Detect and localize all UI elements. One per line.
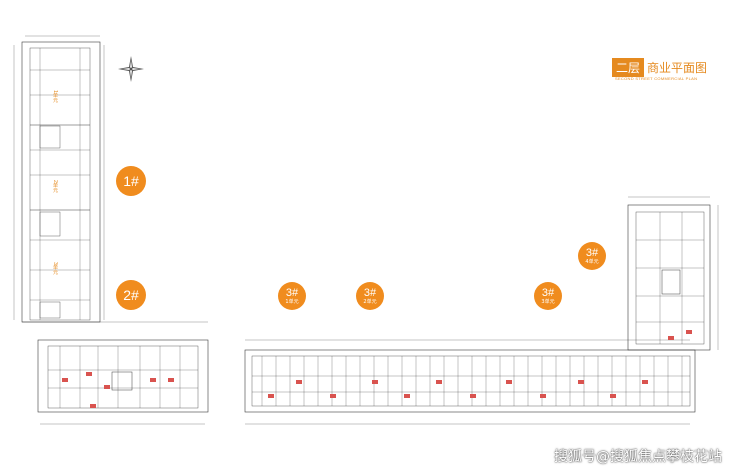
marker-number: 2#	[123, 287, 139, 303]
shop-marker	[436, 380, 442, 384]
legend-title: 商业平面图	[647, 61, 708, 75]
building-3-podium	[244, 339, 696, 425]
marker-number: 3#	[363, 286, 377, 299]
building-12-wing	[13, 35, 105, 323]
legend-badge: 二层	[612, 58, 645, 77]
shop-marker	[330, 394, 336, 398]
tower-shops	[668, 330, 692, 340]
marker-unit: 4单元	[585, 258, 599, 265]
podium-left-shops	[62, 372, 174, 408]
shop-marker	[372, 380, 378, 384]
building-marker-2: 2#	[116, 280, 146, 310]
plan-legend: 二层 商业平面图	[612, 58, 707, 77]
building-marker-3-unit-2: 3# 2单元	[356, 282, 384, 310]
marker-number: 1#	[123, 173, 139, 189]
shop-marker	[642, 380, 648, 384]
shop-marker	[540, 394, 546, 398]
building-3-shops	[268, 380, 648, 398]
shop-marker	[506, 380, 512, 384]
building-3-partitions	[261, 356, 683, 406]
legend-subtitle: SECOND STREET COMMERCIAL PLAN	[615, 76, 698, 81]
building-2-podium	[22, 321, 209, 425]
building-3-tower	[627, 196, 719, 351]
watermark: 搜狐号@搜狐焦点攀枝花站	[554, 449, 722, 465]
building-marker-3-unit-4: 3# 4单元	[578, 242, 606, 270]
shop-marker	[578, 380, 584, 384]
building-marker-3-unit-1: 3# 1单元	[278, 282, 306, 310]
compass-rose-icon	[118, 56, 144, 82]
marker-unit: 2单元	[363, 298, 377, 305]
marker-number: 3#	[285, 286, 299, 299]
shop-marker	[404, 394, 410, 398]
marker-number: 3#	[585, 246, 599, 259]
wing-unit-label-1: 1单元	[52, 90, 58, 103]
shop-marker	[268, 394, 274, 398]
marker-unit: 3单元	[541, 298, 555, 305]
building-marker-3-unit-3: 3# 3单元	[534, 282, 562, 310]
shop-marker	[610, 394, 616, 398]
wing-unit-label-2: 2单元	[52, 180, 58, 193]
wing-unit-label-3: 3单元	[52, 262, 58, 275]
shop-marker	[296, 380, 302, 384]
shop-marker	[470, 394, 476, 398]
building-marker-1: 1#	[116, 166, 146, 196]
marker-number: 3#	[541, 286, 555, 299]
marker-unit: 1单元	[285, 298, 299, 305]
